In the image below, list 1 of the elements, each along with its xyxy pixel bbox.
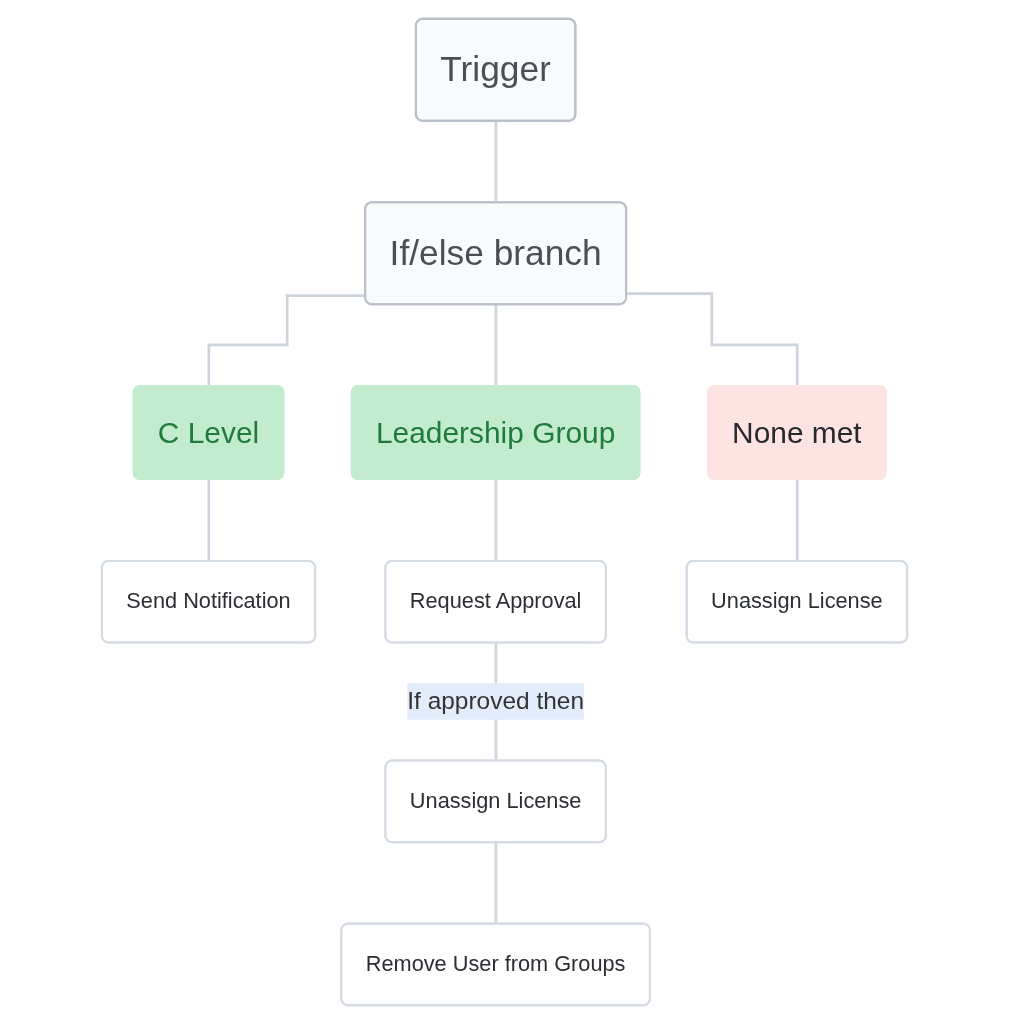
edge-label: If approved then <box>407 687 584 715</box>
